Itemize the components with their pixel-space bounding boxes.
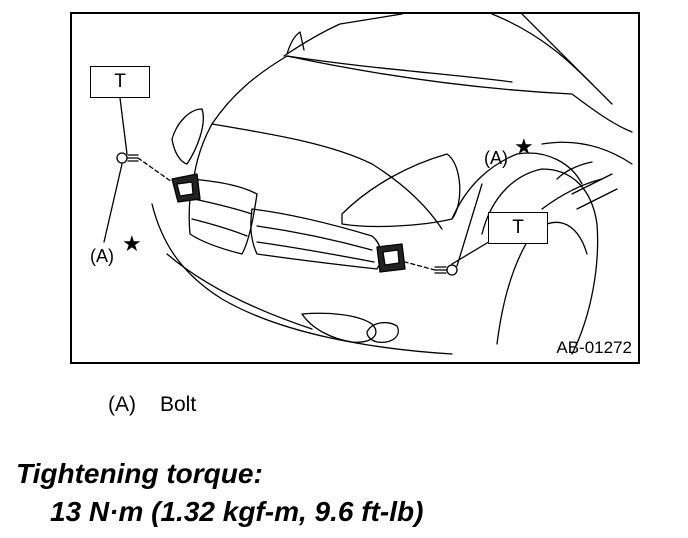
torque-value: 13 N·m (1.32 kgf-m, 9.6 ft-lb) [50,496,424,527]
torque-title: Tightening torque: [16,458,263,489]
vehicle-front-drawing [103,14,633,355]
star-icon: ★ [122,231,142,256]
callout-label: (A) [90,246,114,266]
callout-label: (A) [484,148,508,168]
star-icon: ★ [514,134,534,159]
figure-id: AB-01272 [556,338,632,357]
torque-marker-box: T [488,212,548,244]
legend-text: Bolt [160,393,197,416]
legend-label: (A) [108,393,136,416]
torque-marker-box: T [90,66,150,98]
legend-item: (A) Bolt [108,393,196,417]
vehicle-illustration: T T (A) ★ (A) ★ AB-01272 [70,12,640,364]
